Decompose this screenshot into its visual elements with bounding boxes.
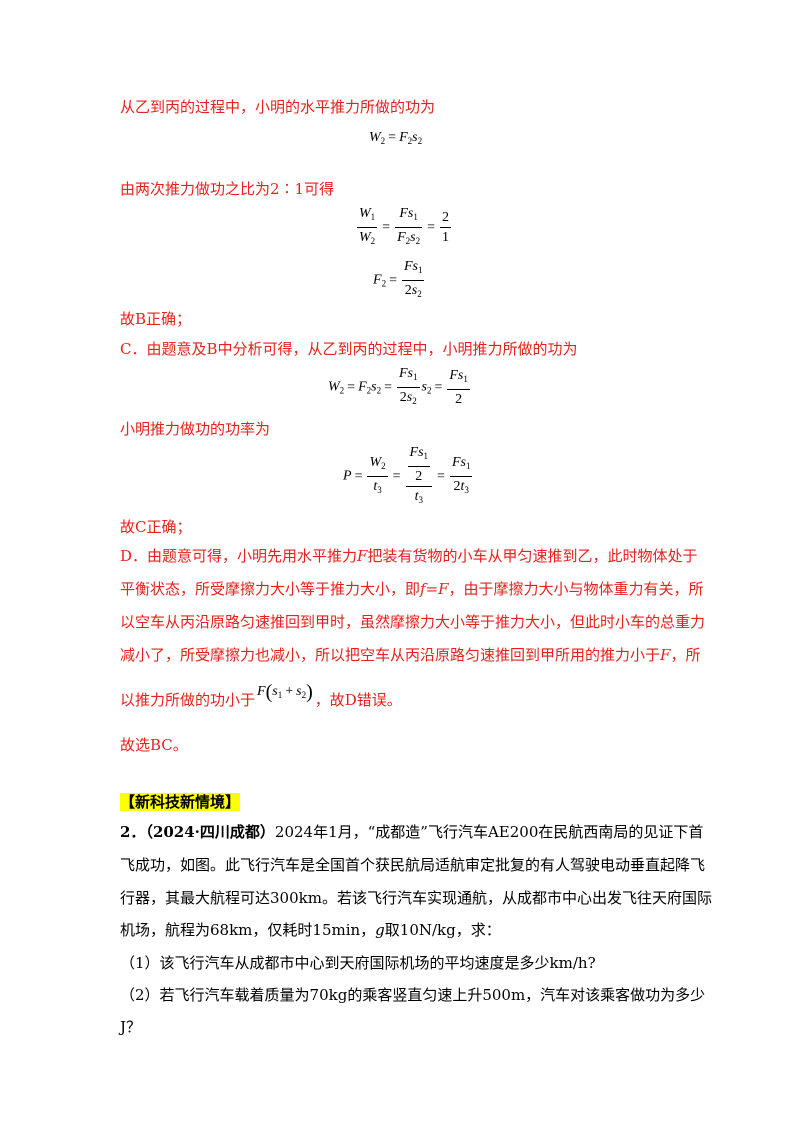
problem-source: （2024·四川成都） [145,823,275,841]
solution-line-1: 从乙到丙的过程中，小明的水平推力所做的功为 [120,98,436,116]
equation-w2: W2=F2s2 [369,130,423,147]
section-heading: 【新科技新情境】 [120,793,241,811]
solution-line-3: 故B正确； [120,310,192,328]
solution-d-line-4: 减小了，所受摩擦力也减小，所以把空车从丙沿原路匀速推回到甲所用的推力小于F，所 [120,646,701,664]
question-1: （1）该飞行汽车从成都市中心到天府国际机场的平均速度是多少km/h? [120,954,596,972]
solution-line-5: 小明推力做功的功率为 [120,420,271,438]
solution-line-4: C．由题意及B中分析可得，从乙到丙的过程中，小明推力所做的功为 [120,340,578,358]
problem-line-3: 行器，其最大航程可达300km。若该飞行汽车实现通航，从成都市中心出发飞往天府国… [120,889,712,907]
problem-line-2: 飞成功，如图。此飞行汽车是全国首个获民航局适航审定批复的有人驾驶电动垂直起降飞 [120,856,706,874]
solution-line-2: 由两次推力做功之比为2∶1可得 [120,180,335,198]
problem-line-1: 2．（2024·四川成都）2024年1月，“成都造”飞行汽车AE200在民航西南… [120,823,704,841]
solution-d-line-2: 平衡状态，所受摩擦力大小等于推力大小，即f=F，由于摩擦力大小与物体重力有关，所 [120,580,704,598]
solution-line-6: 故C正确； [120,518,192,536]
expression-total-work: F(s1+s2) [257,680,313,703]
question-2: （2）若飞行汽车载着质量为70kg的乘客竖直匀速上升500m，汽车对该乘客做功为… [120,986,706,1004]
solution-d-line-3: 以空车从丙沿原路匀速推回到甲时，虽然摩擦力大小等于推力大小，但此时小车的总重力 [120,613,706,631]
solution-d-line-1: D．由题意可得，小明先用水平推力F把装有货物的小车从甲匀速推到乙，此时物体处于 [120,547,698,565]
problem-line-4: 机场，航程为68km，仅耗时15min，g取10N/kg，求： [120,921,501,939]
question-2-continued: J？ [120,1018,142,1036]
answer-line: 故选BC。 [120,736,188,754]
problem-number: 2． [120,823,146,841]
